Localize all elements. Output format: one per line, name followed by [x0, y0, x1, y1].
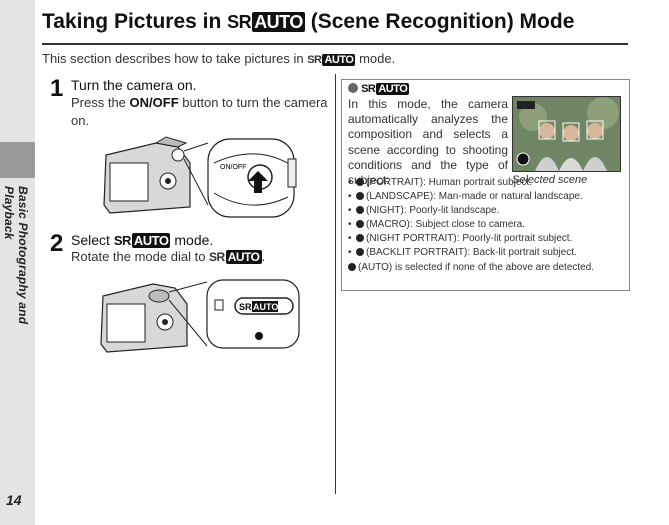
list-item: (NIGHT PORTRAIT): Poorly-lit portrait su… — [348, 232, 623, 246]
auto-icon — [348, 262, 356, 271]
landscape-icon — [356, 192, 364, 201]
step-heading: Turn the camera on. — [71, 77, 197, 93]
step-number: 2 — [50, 230, 64, 257]
list-item: (NIGHT): Poorly-lit landscape. — [348, 204, 623, 218]
note-text: In this mode, the camera automatically a… — [348, 97, 508, 188]
list-item: (MACRO): Subject close to camera. — [348, 218, 623, 232]
side-strip — [0, 0, 35, 525]
list-item: (BACKLIT PORTRAIT): Back-lit portrait su… — [348, 246, 623, 260]
step-body: Press the ON/OFF button to turn the came… — [71, 95, 328, 128]
list-item: (AUTO) is selected if none of the above … — [348, 261, 623, 275]
note-icon — [348, 83, 358, 93]
scene-list: (PORTRAIT): Human portrait subject. (LAN… — [348, 176, 623, 275]
on-off-figure-label: ON/OFF — [220, 164, 246, 171]
intro-text: This section describes how to take pictu… — [42, 51, 396, 66]
step-number: 1 — [50, 75, 64, 102]
dial-sr-label: SR — [239, 302, 252, 312]
night-icon — [356, 206, 364, 215]
chapter-tab — [0, 142, 35, 178]
dial-auto-label: AUTO — [253, 302, 278, 312]
scene-photo — [512, 96, 621, 172]
title-rule — [42, 43, 628, 45]
portrait-icon — [356, 178, 364, 186]
on-off-button-label: ON/OFF — [129, 95, 179, 110]
camera-mode-dial-figure: SR AUTO — [100, 279, 300, 353]
page-number: 14 — [6, 492, 22, 508]
backlit-portrait-icon — [356, 248, 364, 257]
chapter-label: Basic Photography and Playback — [2, 186, 30, 325]
list-item: (LANDSCAPE): Man-made or natural landsca… — [348, 190, 623, 204]
macro-icon — [356, 220, 364, 229]
list-item: (PORTRAIT): Human portrait subject. — [348, 176, 623, 190]
camera-power-figure: ON/OFF — [103, 136, 297, 218]
night-portrait-icon — [356, 234, 364, 243]
column-divider — [335, 74, 336, 494]
